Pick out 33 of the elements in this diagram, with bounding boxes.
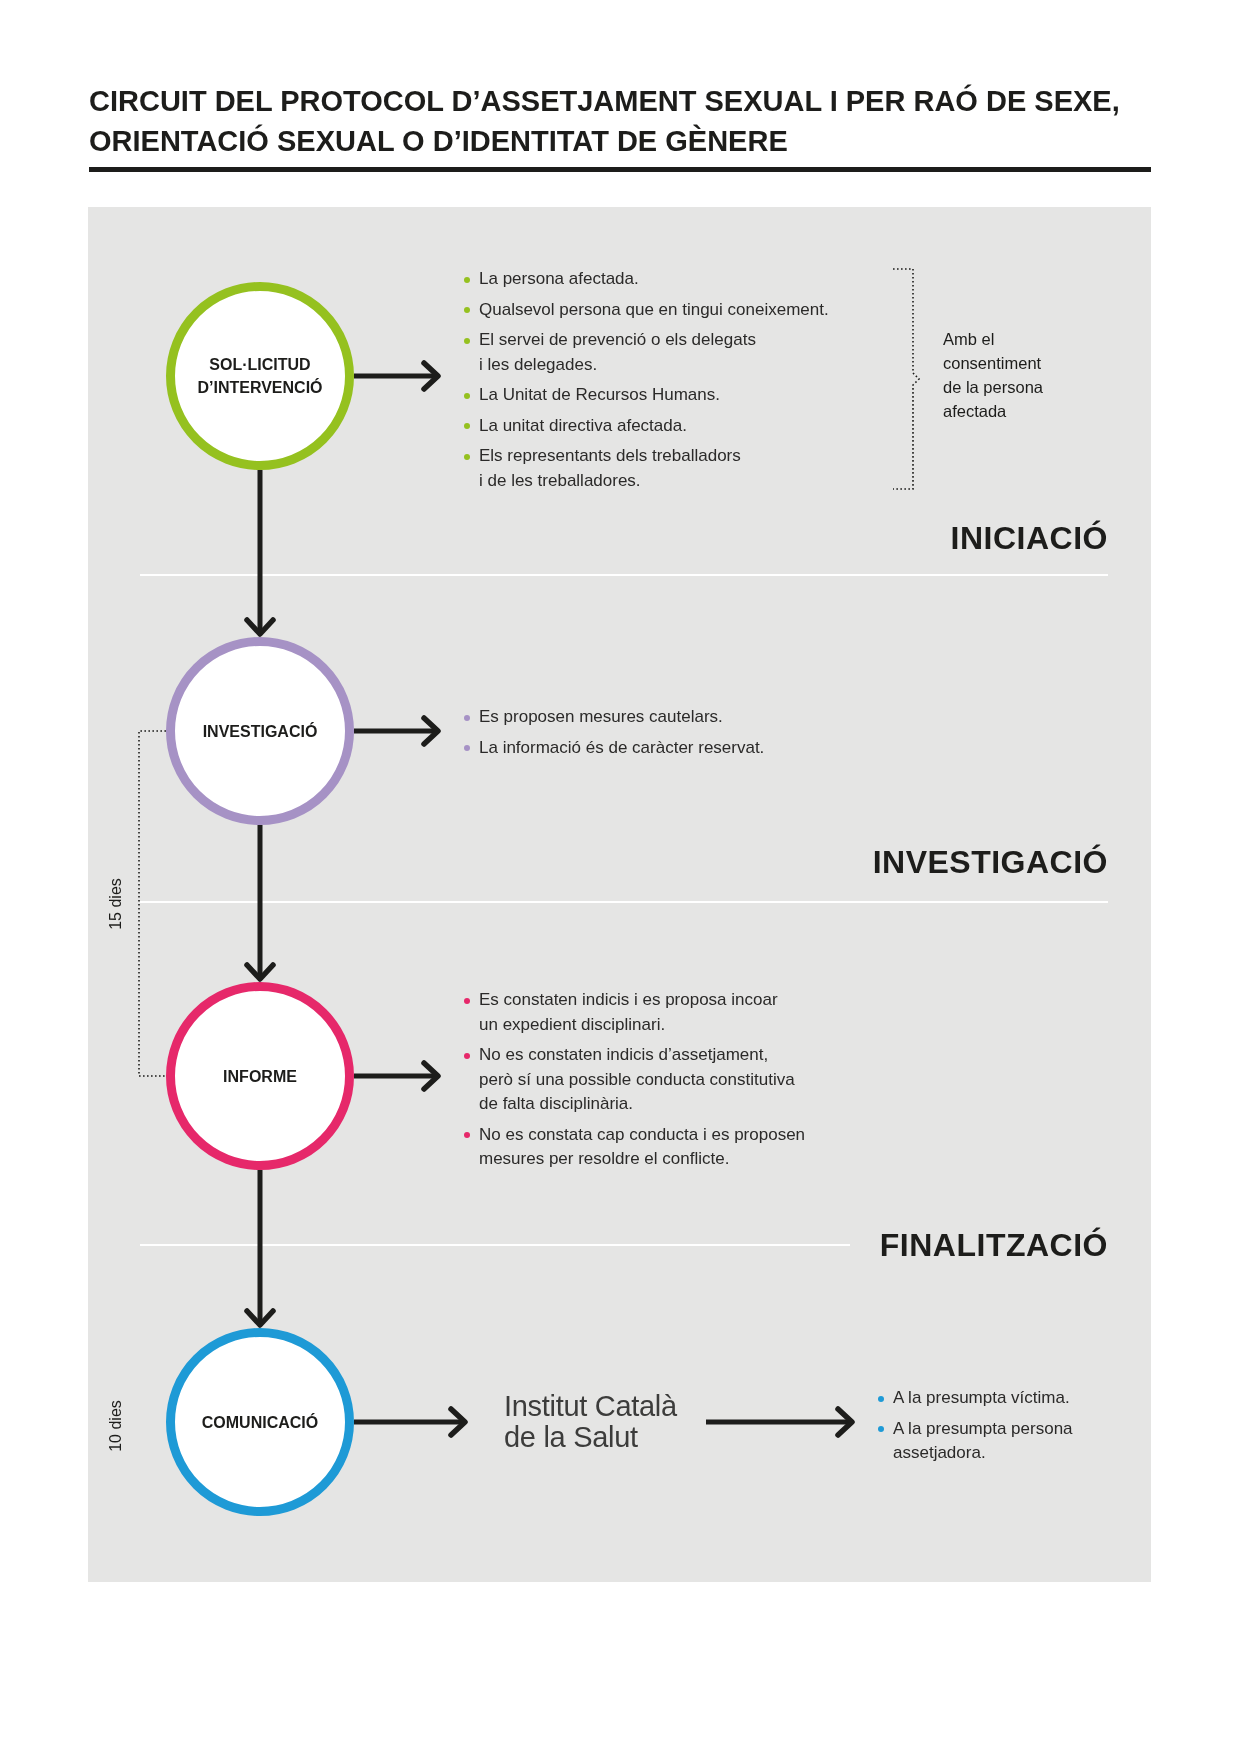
bullet-item: A la presumpta víctima.	[878, 1386, 1071, 1411]
phase-heading: INVESTIGACIÓ	[872, 845, 1108, 879]
bullet-item: Es constaten indicis i es proposa incoar un expedient disciplinari.	[464, 988, 779, 1037]
step-label: INVESTIGACIÓ	[202, 721, 318, 742]
bracket-note: Amb el consentiment de la persona afectada	[943, 329, 1044, 422]
arrow	[244, 825, 276, 982]
bullet-item: La informació és de caràcter reservat.	[464, 735, 766, 760]
phase-heading: FINALITZACIÓ	[879, 1228, 1108, 1262]
bullet-item: Es proposen mesures cautelars.	[464, 705, 724, 730]
bullet-item: El servei de prevenció o els delegats i les delegades.	[464, 328, 757, 377]
phase-heading: INICIACIÓ	[950, 521, 1108, 555]
arrow	[354, 360, 441, 392]
arrow	[354, 1406, 468, 1438]
step-label: INFORME	[222, 1066, 298, 1087]
institution-name: Institut Català de la Salut	[504, 1391, 678, 1453]
bullet-item: La unitat directiva afectada.	[464, 413, 688, 438]
bullet-item: La Unitat de Recursos Humans.	[464, 383, 721, 408]
duration-label: 10 dies	[107, 1400, 125, 1452]
bullet-item: La persona afectada.	[464, 267, 640, 292]
step-label: COMUNICACIÓ	[201, 1412, 319, 1433]
title: CIRCUIT DEL PROTOCOL D’ASSETJAMENT SEXUAL I PER RAÓ DE SEXE, ORIENTACIÓ SEXUAL O D’IDENTITAT DE GÈNERE	[89, 83, 1121, 159]
arrow	[354, 1060, 441, 1092]
arrow	[244, 1170, 276, 1328]
duration-label: 15 dies	[107, 878, 125, 930]
step-label: SOL·LICITUD D’INTERVENCIÓ	[196, 355, 324, 398]
arrow	[706, 1406, 855, 1438]
bullet-item: No es constata cap conducta i es proposen mesures per resoldre el conflicte.	[464, 1122, 807, 1172]
bullet-item: Els representants dels treballadors i de les treballadores.	[464, 444, 742, 493]
bullet-item: Qualsevol persona que en tingui coneixement.	[464, 297, 830, 322]
bullet-item: No es constaten indicis d’assetjament, però sí una possible conducta constitutiva de falta disciplinària.	[464, 1043, 796, 1117]
arrow	[354, 715, 441, 747]
arrow	[244, 470, 276, 637]
bullet-item: A la presumpta persona assetjadora.	[878, 1416, 1074, 1466]
